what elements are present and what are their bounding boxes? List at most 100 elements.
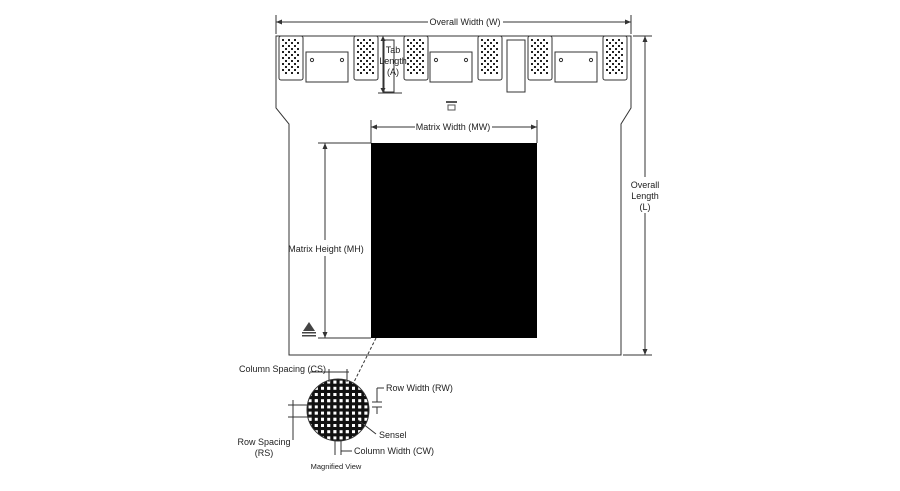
sensel	[371, 418, 374, 421]
sensel	[333, 405, 337, 409]
sensel	[308, 430, 312, 434]
sensel	[314, 436, 318, 440]
overall-length-label-line-2: Length	[631, 191, 659, 201]
sensel	[352, 424, 355, 427]
matrix-width-label: Matrix Width (MW)	[416, 122, 491, 132]
connector-tab	[602, 35, 628, 81]
sensel	[345, 405, 349, 409]
sensel	[302, 424, 305, 427]
tab-length-label-line-2: Length	[379, 56, 407, 66]
magnified-view-label: Magnified View	[311, 462, 362, 471]
overall-width-label: Overall Width (W)	[429, 17, 500, 27]
sensel	[321, 430, 324, 434]
column-trace	[367, 379, 369, 441]
sensel	[327, 386, 331, 390]
column-trace	[348, 379, 352, 441]
sensel	[364, 399, 368, 403]
column-width-label: Column Width (CW)	[354, 446, 434, 456]
sensel	[308, 405, 312, 409]
sensel	[302, 412, 305, 415]
sensel-label: Sensel	[379, 430, 407, 440]
sensel	[302, 374, 305, 377]
sensel	[339, 399, 343, 403]
sensel	[339, 386, 343, 390]
sensel-leader-line	[357, 419, 377, 435]
sensel	[308, 380, 312, 384]
sensel	[371, 393, 374, 396]
sensel	[358, 380, 362, 384]
sensel	[377, 424, 380, 427]
matrix-height-label: Matrix Height (MH)	[288, 244, 364, 254]
sensel	[364, 386, 368, 390]
sensel	[358, 393, 362, 396]
overall-length-dimension	[623, 35, 652, 356]
tab-slot	[506, 39, 526, 93]
tekscan-logo	[302, 322, 316, 337]
matrix-width-dimension	[370, 120, 538, 143]
sensel	[327, 399, 331, 403]
sensel	[302, 387, 305, 390]
connector-tab	[278, 35, 304, 81]
sensel	[358, 405, 362, 409]
tab-cutout	[305, 51, 349, 83]
sensel	[333, 393, 337, 396]
sensel	[314, 424, 318, 427]
row-width-dimension	[372, 387, 384, 414]
connector-tab	[527, 35, 553, 81]
sensel	[333, 430, 337, 434]
magnified-view-circle	[306, 378, 370, 442]
row-trace	[307, 439, 369, 441]
sensel	[352, 411, 355, 415]
sensel	[352, 386, 355, 390]
row-trace	[307, 414, 369, 418]
column-width-dimension	[334, 440, 352, 455]
overall-length-label-line-3: (L)	[640, 202, 651, 212]
sensel	[339, 436, 343, 440]
sensel	[345, 380, 349, 384]
sensel	[339, 411, 343, 415]
tab-length-label-line-3: (A)	[387, 67, 399, 77]
sensel	[371, 381, 374, 384]
overall-length-label-line-1: Overall	[631, 180, 660, 190]
column-trace	[342, 379, 346, 441]
sensel	[377, 374, 380, 377]
tab-length-dimension	[378, 35, 402, 94]
sensel	[346, 443, 349, 446]
sensel	[340, 374, 343, 377]
sensel	[302, 399, 305, 402]
tab-length-label-line-1: Tab	[386, 45, 401, 55]
sensel	[315, 374, 318, 377]
matrix-height-dimension	[318, 142, 371, 339]
column-trace	[355, 379, 359, 441]
sensel	[333, 380, 337, 384]
sensel	[321, 405, 324, 409]
sensel	[345, 430, 349, 434]
tab-row	[278, 35, 628, 93]
magnifier-leader-line	[351, 337, 377, 387]
sensel	[314, 399, 318, 403]
sensel	[345, 417, 349, 421]
row-spacing-label-line-2: (RS)	[255, 448, 274, 458]
sensel	[327, 436, 331, 440]
tab-cutout	[429, 51, 473, 83]
connector-tab	[353, 35, 379, 81]
sensel	[309, 443, 312, 446]
sensel	[364, 436, 368, 440]
column-trace	[361, 379, 365, 441]
connector-tab	[403, 35, 429, 81]
row-width-label: Row Width (RW)	[386, 383, 453, 393]
part-number-mark	[446, 101, 457, 111]
row-trace	[307, 427, 369, 431]
row-trace	[307, 408, 369, 412]
row-trace	[307, 420, 369, 424]
sensel	[333, 417, 337, 421]
tab-cutout	[554, 51, 598, 83]
column-trace	[299, 379, 302, 441]
sensel	[352, 374, 355, 377]
sensel	[321, 443, 324, 446]
sensel	[327, 449, 330, 452]
column-spacing-dimension	[310, 369, 349, 382]
sensel	[314, 411, 318, 415]
